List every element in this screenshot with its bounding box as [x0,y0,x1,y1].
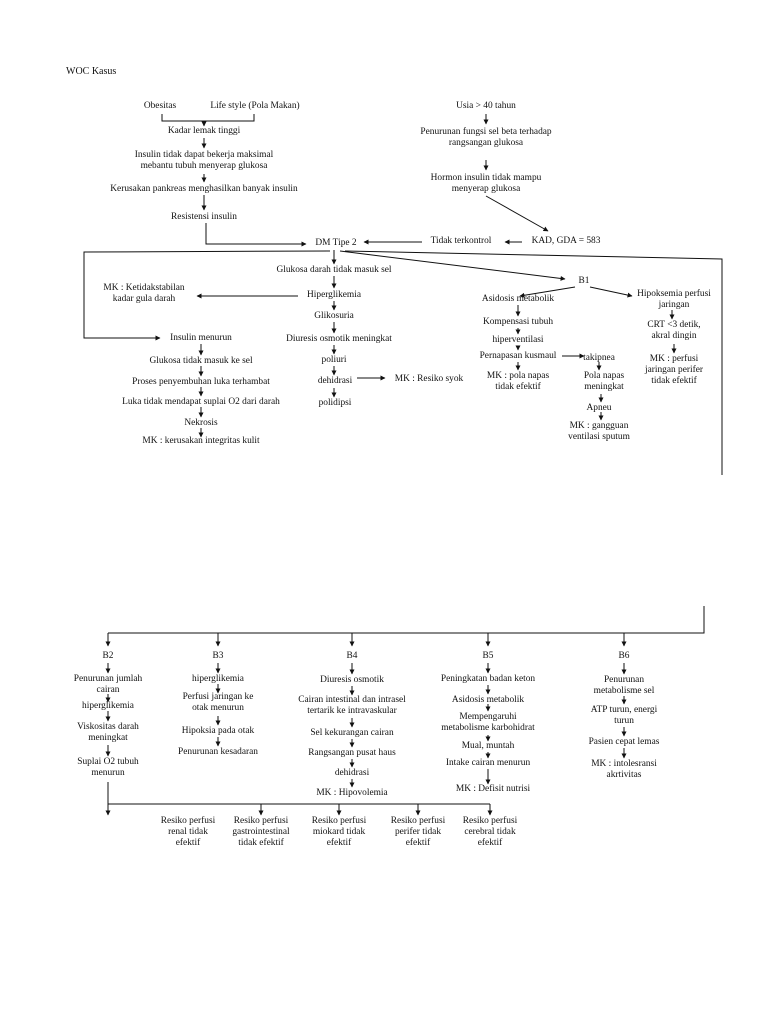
node-obesitas: Obesitas [143,101,177,111]
node-hipoksemia: Hipoksemia perfusi jaringan [637,289,711,310]
node-insulin-menurun: Insulin menurun [170,333,232,343]
node-poliuri: poliuri [321,355,347,365]
node-kad: KAD, GDA = 583 [531,236,601,246]
node-resiko-perifer: Resiko perfusi perifer tidak efektif [390,816,446,848]
node-hiperventilasi: hiperventilasi [492,335,544,345]
node-b4-diuresis: Diuresis osmotik [320,675,384,685]
arrow-to-kad [485,195,549,232]
node-resiko-gastrointestinal: Resiko perfusi gastrointestinal tidak ef… [232,816,290,848]
node-resiko-cerebral: Resiko perfusi cerebral tidak efektif [462,816,518,848]
node-b5-intake: Intake cairan menurun [445,758,531,768]
node-penurunan-fungsi: Penurunan fungsi sel beta terhadap rangs… [420,127,552,148]
node-b3-hipoksia: Hipoksia pada otak [181,726,255,736]
node-b2-penurunan: Penurunan jumlah cairan [73,674,143,695]
node-b1: B1 [578,276,590,286]
node-insulin-tidak-bekerja: Insulin tidak dapat bekerja maksimal meb… [134,150,274,171]
node-luka-tidak: Luka tidak mendapat suplai O2 dari darah [122,397,280,407]
node-kadar-lemak: Kadar lemak tinggi [167,126,241,136]
node-b5: B5 [482,651,494,661]
node-kusmaul: Pernapasan kusmaul [479,351,557,361]
node-mk-ketidakstabilan: MK : Ketidakstabilan kadar gula darah [103,283,185,304]
node-resiko-miokard: Resiko perfusi miokard tidak efektif [311,816,367,848]
node-b6-penurunan: Penurunan metabolisme sel [593,675,655,696]
line-dm-left [83,250,331,341]
node-b5-keton: Peningkatan badan keton [440,674,536,684]
node-glikosuria: Glikosuria [314,311,354,321]
node-mk-kulit: MK : kerusakan integritas kulit [142,436,260,446]
node-hormon-insulin: Hormon insulin tidak mampu menyerap gluk… [430,173,542,194]
node-mk-syok: MK : Resiko syok [394,374,464,384]
line-bus-top [108,606,705,634]
node-crt: CRT <3 detik, akral dingin [647,320,701,341]
node-b6-pasien: Pasien cepat lemas [588,737,660,747]
node-b4: B4 [346,651,358,661]
node-dehidrasi: dehidrasi [317,376,353,386]
node-takipnea: takipnea [583,353,615,363]
node-b2-suplai: Suplai O2 tubuh menurun [77,757,139,778]
arrow-dm-to-b1 [339,250,566,281]
node-kompensasi: Kompensasi tubuh [482,317,554,327]
node-glukosa-tidak-masuk: Glukosa tidak masuk ke sel [149,356,253,366]
node-apneu: Apneu [586,403,612,413]
line-bottom-collector [107,782,490,805]
node-b4-dehidrasi: dehidrasi [334,768,370,778]
node-diuresis: Diuresis osmotik meningkat [286,334,392,344]
node-b6-mk: MK : intolesransi akrtivitas [591,759,657,780]
node-asidosis: Asidosis metabolik [481,294,555,304]
node-b5-mual: Mual, muntah [461,741,515,751]
node-b5-mk: MK : Defisit nutrisi [455,784,531,794]
node-tidak-terkontrol: Tidak terkontrol [430,236,492,246]
node-b3-kesadaran: Penurunan kesadaran [178,747,258,757]
node-mk-ventilasi: MK : gangguan ventilasi sputum [568,421,630,442]
node-b3: B3 [212,651,224,661]
node-b6: B6 [618,651,630,661]
node-b6-atp: ATP turun, energi turun [590,705,658,726]
node-glukosa-darah: Glukosa darah tidak masuk sel [276,265,392,275]
node-kerusakan-pankreas: Kerusakan pankreas menghasilkan banyak i… [110,184,298,194]
node-b3-perfusi: Perfusi jaringan ke otak menurun [182,692,254,713]
node-polidipsi: polidipsi [318,398,352,408]
node-b2: B2 [102,651,114,661]
node-resistensi: Resistensi insulin [171,212,237,222]
node-b5-mempengaruhi: Mempengaruhi metabolisme karbohidrat [441,712,535,733]
node-resiko-renal: Resiko perfusi renal tidak efektif [160,816,216,848]
node-b4-mk: MK : Hipovolemia [316,788,388,798]
node-proses-penyembuhan: Proses penyembuhan luka terhambat [132,377,270,387]
node-lifestyle: Life style (Pola Makan) [210,101,300,111]
node-b2-viskositas: Viskositas darah meningkat [77,722,139,743]
node-b4-cairan: Cairan intestinal dan intrasel tertarik … [298,695,406,716]
node-hiperglikemia: Hiperglikemia [307,290,361,300]
node-mk-pola-napas: MK : pola napas tidak efektif [486,371,550,392]
node-pola-meningkat: Pola napas meningkat [583,371,625,392]
node-usia: Usia > 40 tahun [456,101,516,111]
node-dm-tipe2: DM Tipe 2 [315,238,357,248]
line-obesitas-join [161,114,255,122]
node-b3-hiperglikemia: hiperglikemia [192,674,244,684]
arrow-b1-to-asidosis [519,286,576,298]
arrow-b1-to-hipoksemia [589,286,633,298]
node-b2-hiperglikemia: hiperglikemia [82,701,134,711]
node-b4-rangsangan: Rangsangan pusat haus [308,748,396,758]
node-nekrosis: Nekrosis [184,418,218,428]
node-mk-perfusi-perifer: MK : perfusi jaringan perifer tidak efek… [644,354,704,386]
diagram-title: WOC Kasus [66,66,117,77]
line-dm-right [344,250,723,475]
node-b5-asidosis: Asidosis metabolik [451,695,525,705]
node-b4-sel: Sel kekurangan cairan [310,728,394,738]
arrow-to-dm [205,223,307,247]
